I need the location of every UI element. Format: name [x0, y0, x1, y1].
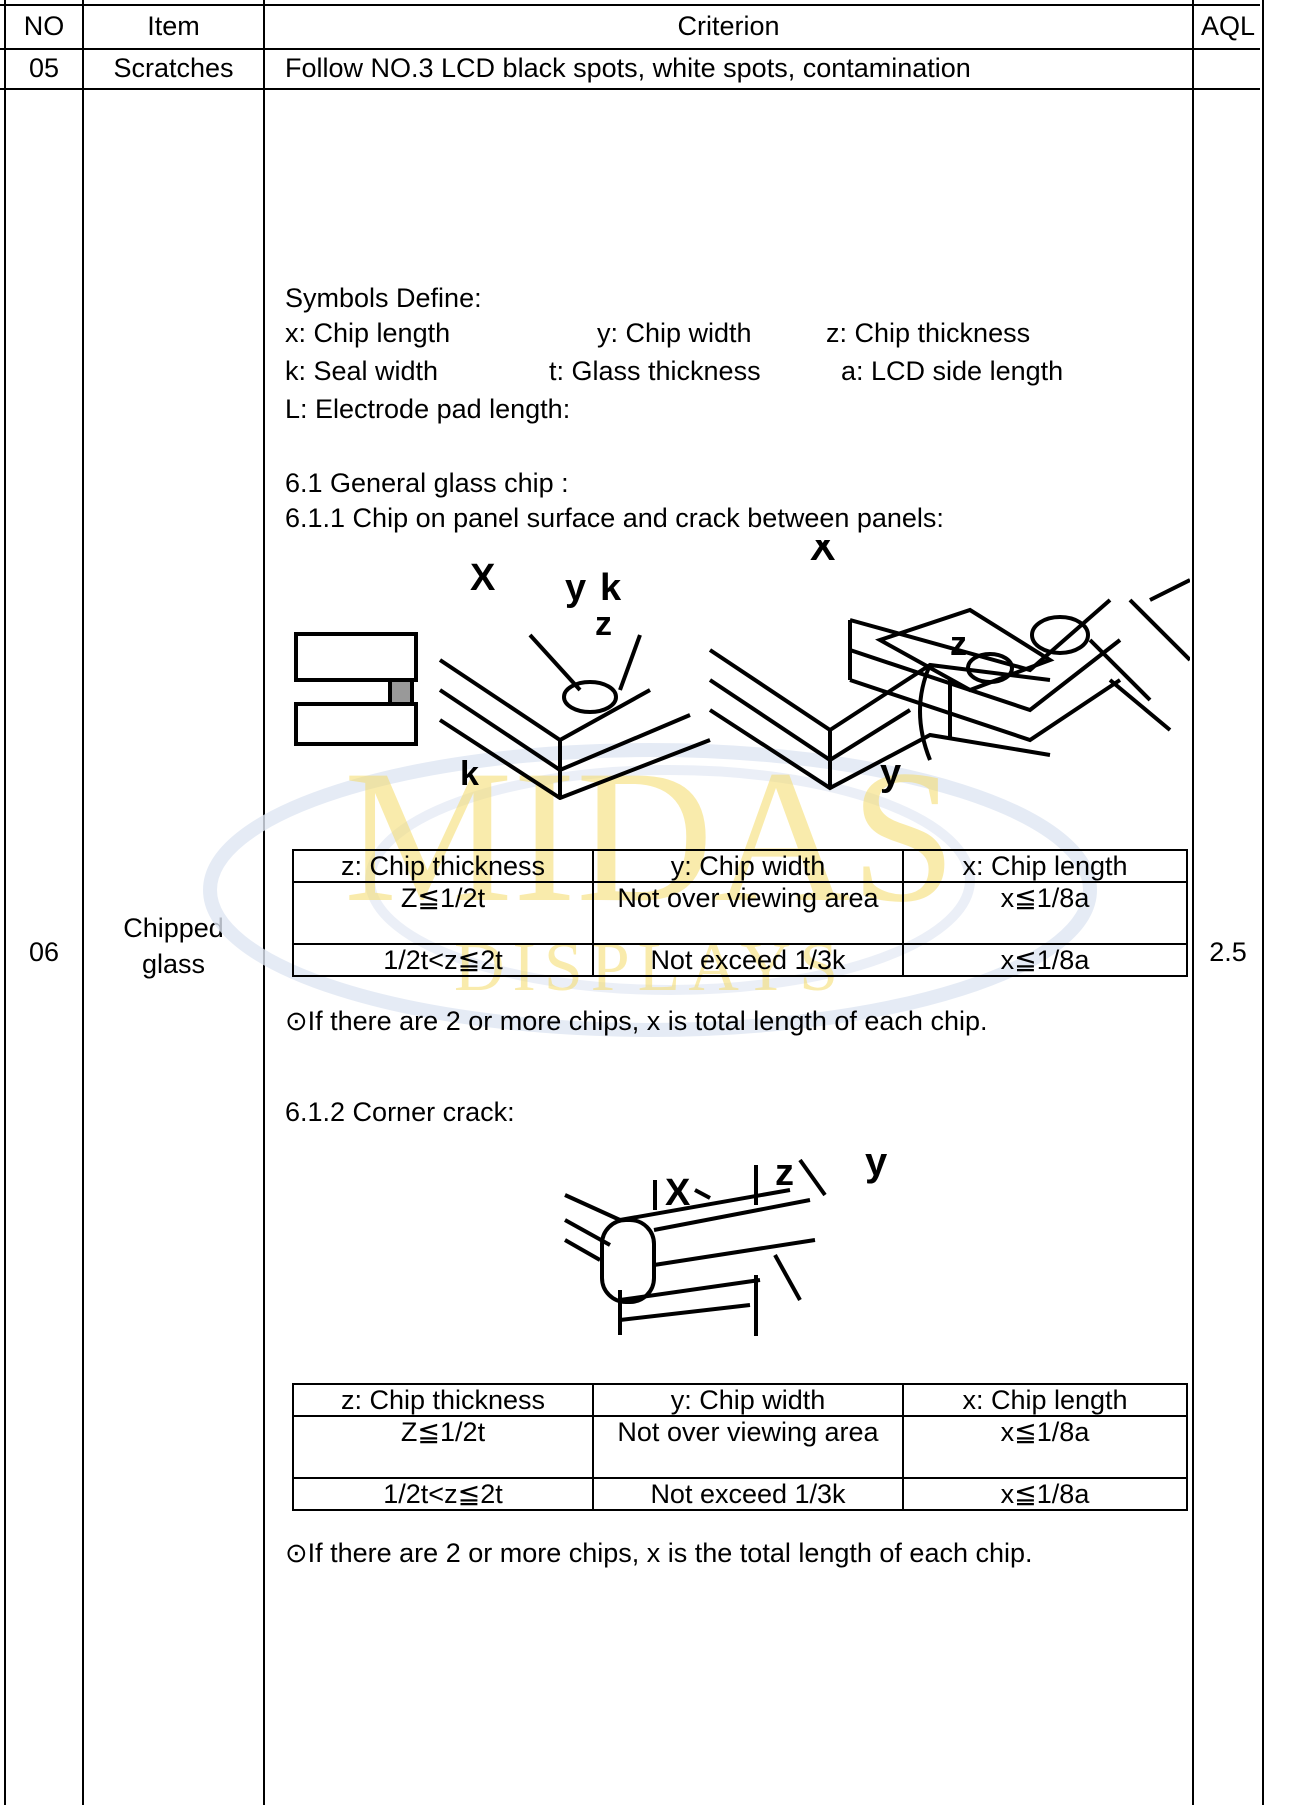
section-6-1-2: 6.1.2 Corner crack:	[285, 1097, 515, 1127]
table1-row2-z: 1/2t<z≦2t	[292, 943, 594, 977]
column-divider	[82, 0, 84, 1805]
table1-row1-z: Z≦1/2t	[292, 881, 594, 945]
header-aql: AQL	[1200, 11, 1256, 41]
column-divider	[1192, 0, 1194, 1805]
note-corner-crack: ⊙If there are 2 or more chips, x is the …	[285, 1538, 1033, 1568]
table-border	[4, 0, 6, 1805]
label-z-1: z	[595, 605, 612, 643]
label-z-3: z	[775, 1152, 794, 1194]
header-criterion: Criterion	[677, 11, 780, 41]
symbol-a: a: LCD side length	[841, 356, 1064, 386]
panel-chip-diagram: X y z k k X z y	[294, 540, 1190, 800]
label-y-1: y	[565, 567, 586, 609]
criteria-table-general: z: Chip thickness y: Chip width x: Chip …	[292, 849, 1188, 977]
table2-header-x: x: Chip length	[902, 1383, 1188, 1417]
table2-header-z: z: Chip thickness	[292, 1383, 594, 1417]
row06-aql: 2.5	[1209, 937, 1247, 967]
table2-row1-y: Not over viewing area	[592, 1415, 904, 1479]
row05-criterion: Follow NO.3 LCD black spots, white spots…	[285, 53, 971, 83]
symbol-z: z: Chip thickness	[826, 318, 1031, 348]
header-no: NO	[23, 11, 65, 41]
symbols-title: Symbols Define:	[285, 283, 482, 313]
table1-header-y: y: Chip width	[592, 849, 904, 883]
table2-row1-z: Z≦1/2t	[292, 1415, 594, 1479]
table2-row1-x: x≦1/8a	[902, 1415, 1188, 1479]
table1-row2-y: Not exceed 1/3k	[592, 943, 904, 977]
section-6-1-1: 6.1.1 Chip on panel surface and crack be…	[285, 503, 944, 533]
row-divider	[0, 88, 1260, 90]
header-item: Item	[147, 11, 200, 41]
label-x-3: X	[665, 1172, 691, 1214]
row05-no: 05	[28, 53, 60, 83]
row06-item-line2: glass	[141, 949, 206, 979]
label-z-2: z	[950, 625, 967, 663]
section-6-1: 6.1 General glass chip :	[285, 468, 569, 498]
criteria-table-corner: z: Chip thickness y: Chip width x: Chip …	[292, 1383, 1188, 1511]
table1-row1-x: x≦1/8a	[902, 881, 1188, 945]
symbol-y: y: Chip width	[597, 318, 752, 348]
symbol-t: t: Glass thickness	[549, 356, 761, 386]
table2-row2-x: x≦1/8a	[902, 1477, 1188, 1511]
table-border	[1262, 0, 1264, 1805]
table1-row2-x: x≦1/8a	[902, 943, 1188, 977]
table2-header-y: y: Chip width	[592, 1383, 904, 1417]
label-y-3: y	[865, 1140, 888, 1184]
symbol-x: x: Chip length	[285, 318, 451, 348]
row05-item: Scratches	[113, 53, 234, 83]
table2-row2-y: Not exceed 1/3k	[592, 1477, 904, 1511]
row06-no: 06	[28, 937, 60, 967]
table2-row2-z: 1/2t<z≦2t	[292, 1477, 594, 1511]
label-y-2: y	[880, 752, 901, 794]
column-divider	[263, 0, 265, 1805]
table1-row1-y: Not over viewing area	[592, 881, 904, 945]
table1-header-z: z: Chip thickness	[292, 849, 594, 883]
table1-header-x: x: Chip length	[902, 849, 1188, 883]
table-border	[0, 4, 1260, 6]
symbol-L: L: Electrode pad length:	[285, 394, 571, 424]
label-k-1: k	[460, 755, 479, 793]
label-x-1: X	[470, 557, 496, 599]
row-divider	[0, 48, 1260, 50]
symbol-k: k: Seal width	[285, 356, 439, 386]
corner-crack-diagram: X z y	[564, 1140, 888, 1336]
row06-item-line1: Chipped	[123, 913, 224, 943]
label-k-2: k	[600, 567, 622, 609]
label-x-2: X	[810, 540, 836, 569]
note-general-chip: ⊙If there are 2 or more chips, x is tota…	[285, 1006, 988, 1036]
